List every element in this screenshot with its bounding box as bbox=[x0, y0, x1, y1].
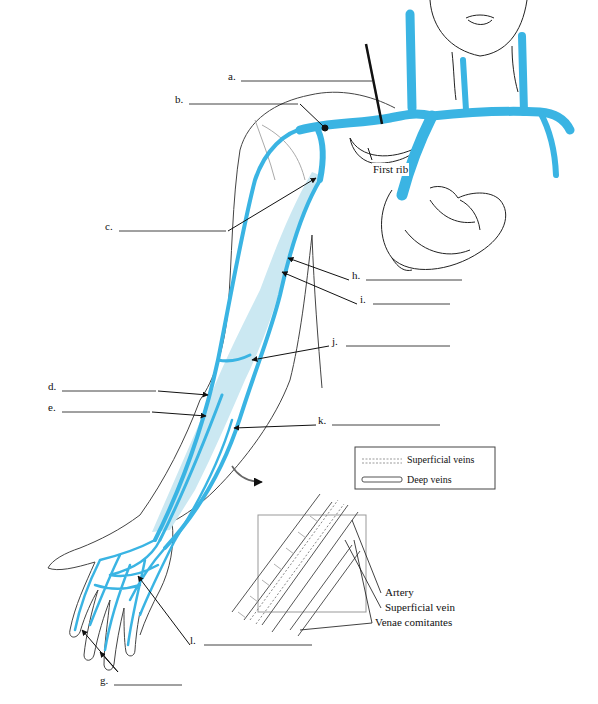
label-underlines bbox=[62, 81, 462, 685]
callout-letter: b. bbox=[175, 93, 183, 106]
leader-lines bbox=[82, 44, 382, 672]
head-outline bbox=[430, 0, 527, 100]
callout-letter: c. bbox=[105, 220, 113, 233]
central-veins bbox=[300, 14, 570, 195]
callout-letter: g. bbox=[100, 674, 108, 687]
legend-box bbox=[355, 447, 495, 489]
legend-text: Superficial veins bbox=[407, 454, 474, 466]
part-label: Venae comitantes bbox=[374, 616, 453, 629]
part-label: First rib bbox=[372, 163, 409, 176]
callout-letter: j. bbox=[332, 335, 338, 348]
part-label: Artery bbox=[384, 586, 415, 599]
callout-letter: e. bbox=[48, 401, 56, 414]
vessel-inset bbox=[232, 466, 381, 636]
callout-letter: d. bbox=[48, 380, 56, 393]
callout-letter: l. bbox=[190, 634, 196, 647]
callout-letter: a. bbox=[228, 70, 236, 83]
callout-letter: k. bbox=[318, 414, 326, 427]
callout-letter: i. bbox=[360, 293, 366, 306]
callout-letter: h. bbox=[352, 269, 360, 282]
part-label: Superficial vein bbox=[384, 601, 456, 614]
legend-text: Deep veins bbox=[407, 474, 452, 486]
arm-veins bbox=[75, 128, 323, 650]
